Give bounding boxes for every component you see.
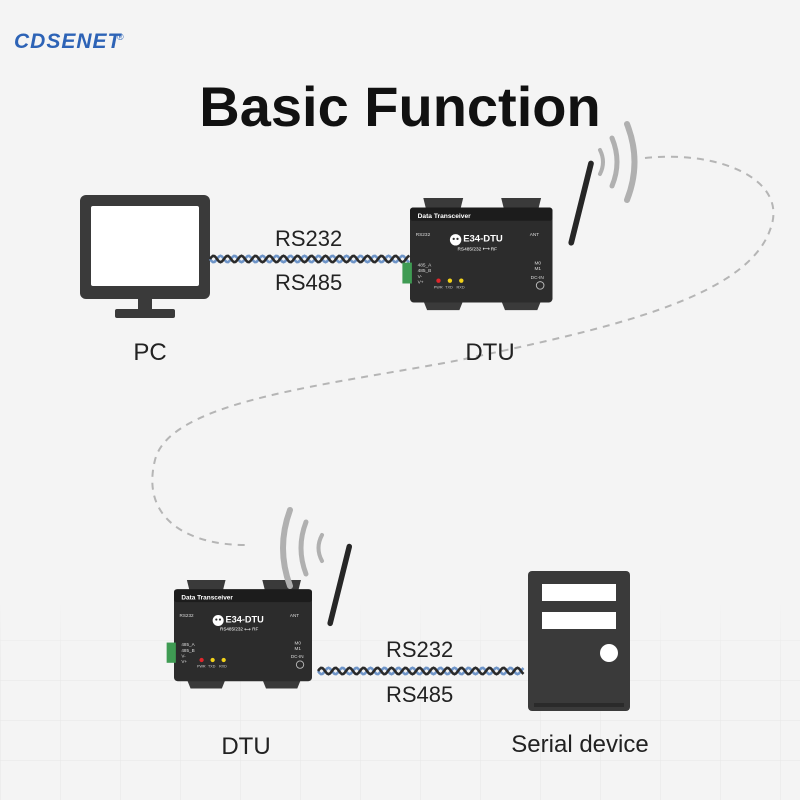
m0-label: M0 (295, 640, 302, 645)
pin-a-label: 485_A (181, 642, 195, 647)
terminal-block (166, 642, 176, 663)
cable-strand (208, 254, 411, 264)
top-cable (208, 254, 411, 264)
m0-label: M0 (534, 261, 541, 267)
floor-grid (0, 600, 800, 800)
device-body (410, 207, 553, 303)
wireless-signal-icon (598, 121, 638, 203)
led-txd (210, 657, 215, 663)
dtu-bottom-caption: DTU (221, 733, 271, 760)
m1-label: M1 (534, 266, 541, 272)
brand-logo: CDSENET (14, 30, 122, 53)
pin-b-label: 485_B (418, 268, 432, 274)
led-txd (447, 278, 453, 283)
dcin-label: DC-IN (291, 654, 304, 659)
led-rxd (459, 278, 464, 283)
cable-strand (316, 666, 525, 676)
link-bottom-rs232-label: RS232 (386, 637, 454, 662)
led-txd-label: TXD (208, 664, 216, 668)
ant-label: ANT (290, 613, 299, 618)
page-title: Basic Function (199, 75, 601, 138)
mount-ear (423, 300, 464, 311)
link-bottom-rs485-label: RS485 (386, 682, 454, 707)
mount-ear (262, 679, 301, 689)
dc-jack (535, 281, 545, 290)
led-pwr (199, 657, 204, 663)
robot-eye (215, 618, 218, 621)
vplus-label: V+ (418, 280, 424, 286)
pc-caption: PC (133, 339, 167, 366)
led-rxd (221, 657, 226, 663)
mount-ear (501, 300, 542, 311)
terminal-block (402, 262, 412, 284)
led-pwr-label: PWR (434, 285, 443, 289)
device-body (174, 589, 312, 682)
device-sub-label: RS485/232 ⟷ RF (458, 246, 498, 252)
link-top-rs485-label: RS485 (275, 270, 343, 295)
link-top-rs232-label: RS232 (275, 226, 343, 251)
dcin-label: DC-IN (531, 275, 545, 281)
port-rs232-label: RS232 (180, 613, 194, 618)
wireless-signal-icon (280, 507, 324, 589)
vplus-label: V+ (181, 659, 187, 664)
device-header-label: Data Transceiver (418, 213, 472, 220)
antenna-icon (568, 160, 594, 246)
robot-eye (456, 237, 459, 240)
m1-label: M1 (295, 646, 302, 651)
device-top-edge (410, 207, 553, 221)
device-top-edge (174, 589, 312, 603)
robot-logo-icon (449, 234, 462, 246)
ant-label: ANT (530, 232, 540, 238)
pin-a-label: 485_A (418, 262, 433, 268)
antenna-icon (327, 543, 353, 627)
serial-device-caption: Serial device (511, 731, 649, 758)
led-pwr-label: PWR (197, 664, 206, 668)
port-rs232-label: RS232 (416, 232, 431, 238)
led-rxd-label: RXD (457, 285, 465, 289)
pin-b-label: 485_B (181, 648, 194, 653)
brand-registered-mark: ® (117, 32, 124, 42)
robot-logo-icon (212, 614, 224, 626)
vminus-label: V- (418, 274, 423, 280)
monitor-icon (80, 195, 210, 318)
dtu-top-caption: DTU (465, 339, 515, 366)
led-pwr (436, 278, 441, 283)
bottom-cable (316, 666, 525, 676)
vminus-label: V- (181, 653, 186, 658)
device-model-label: E34-DTU (463, 234, 503, 245)
robot-eye (452, 237, 455, 240)
device-model-label: E34-DTU (226, 614, 265, 624)
device-sub-label: RS485/232 ⟷ RF (220, 627, 258, 632)
wireless-link-path (151, 155, 775, 546)
led-rxd-label: RXD (219, 664, 227, 668)
dc-jack (295, 660, 305, 669)
device-header-label: Data Transceiver (181, 594, 233, 601)
mount-ear (186, 679, 226, 689)
cable-strand (208, 254, 411, 264)
robot-eye (218, 618, 222, 621)
server-tower-icon (528, 571, 630, 711)
led-txd-label: TXD (445, 285, 453, 289)
